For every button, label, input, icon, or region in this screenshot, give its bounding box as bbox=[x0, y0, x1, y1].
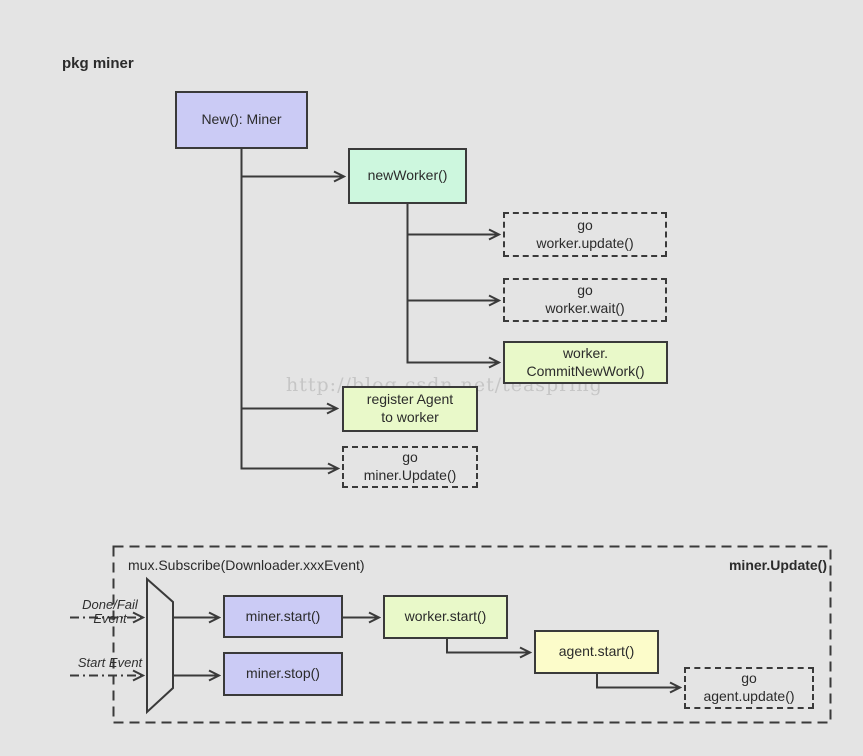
node-worker-start: worker.start() bbox=[383, 595, 508, 639]
done-fail-event-line1: Done/Fail bbox=[82, 597, 138, 612]
node-go-worker-wait-line1: go bbox=[577, 282, 593, 299]
done-fail-event-line2: Event bbox=[93, 610, 127, 626]
arrow-newworker-to-commitnewwork bbox=[406, 204, 500, 363]
node-go-miner-update-line1: go bbox=[402, 449, 418, 466]
node-worker-start-label: worker.start() bbox=[404, 608, 487, 625]
node-go-miner-update-line2: miner.Update() bbox=[363, 467, 457, 483]
node-commit-new-work-line2: CommitNewWork() bbox=[526, 362, 645, 379]
node-go-worker-update-line2: worker.update() bbox=[536, 234, 634, 251]
arrow-newminer-to-go-miner-update bbox=[240, 149, 339, 469]
start-event-label: Start Event bbox=[67, 656, 153, 670]
node-agent-start: agent.start() bbox=[534, 630, 659, 674]
node-miner-start: miner.start() bbox=[223, 595, 343, 638]
node-commit-new-work: worker. CommitNewWork() bbox=[503, 341, 668, 384]
mux-trapezoid bbox=[146, 576, 174, 715]
miner-update-container bbox=[112, 545, 832, 724]
node-go-worker-wait-line2: worker.wait() bbox=[545, 300, 625, 316]
node-miner-stop-label: miner.stop() bbox=[246, 665, 320, 682]
package-title: pkg miner bbox=[62, 55, 134, 72]
mux-subscribe-label: mux.Subscribe(Downloader.xxxEvent) bbox=[128, 557, 365, 573]
node-go-agent-update: go agent.update() bbox=[684, 667, 814, 709]
node-go-agent-update-line1: go bbox=[741, 670, 757, 687]
node-agent-start-label: agent.start() bbox=[558, 643, 635, 660]
node-miner-stop: miner.stop() bbox=[223, 652, 343, 696]
start-event-line2: Event bbox=[108, 655, 143, 670]
node-go-worker-wait: go worker.wait() bbox=[503, 278, 667, 322]
node-go-worker-update-line1: go bbox=[577, 216, 593, 233]
node-new-worker: newWorker() bbox=[348, 148, 467, 204]
node-miner-start-label: miner.start() bbox=[245, 607, 321, 624]
node-go-agent-update-line2: agent.update() bbox=[703, 688, 795, 704]
start-event-line1: Start bbox=[77, 655, 106, 670]
node-commit-new-work-line1: worker. bbox=[562, 344, 609, 361]
node-new-miner: New(): Miner bbox=[175, 91, 308, 149]
arrow-agent-start-to-go-agent-update bbox=[596, 674, 680, 688]
node-register-agent-line2: to worker bbox=[381, 409, 439, 425]
node-go-worker-update: go worker.update() bbox=[503, 212, 667, 257]
node-register-agent-line1: register Agent bbox=[366, 391, 454, 408]
node-register-agent: register Agent to worker bbox=[342, 386, 478, 432]
done-fail-event-label: Done/Fail Event bbox=[67, 598, 153, 625]
node-go-miner-update: go miner.Update() bbox=[342, 446, 478, 488]
miner-update-container-title: miner.Update() bbox=[728, 557, 827, 573]
node-new-miner-label: New(): Miner bbox=[201, 111, 282, 128]
arrow-worker-start-to-agent-start bbox=[446, 639, 530, 653]
node-new-worker-label: newWorker() bbox=[367, 167, 448, 184]
